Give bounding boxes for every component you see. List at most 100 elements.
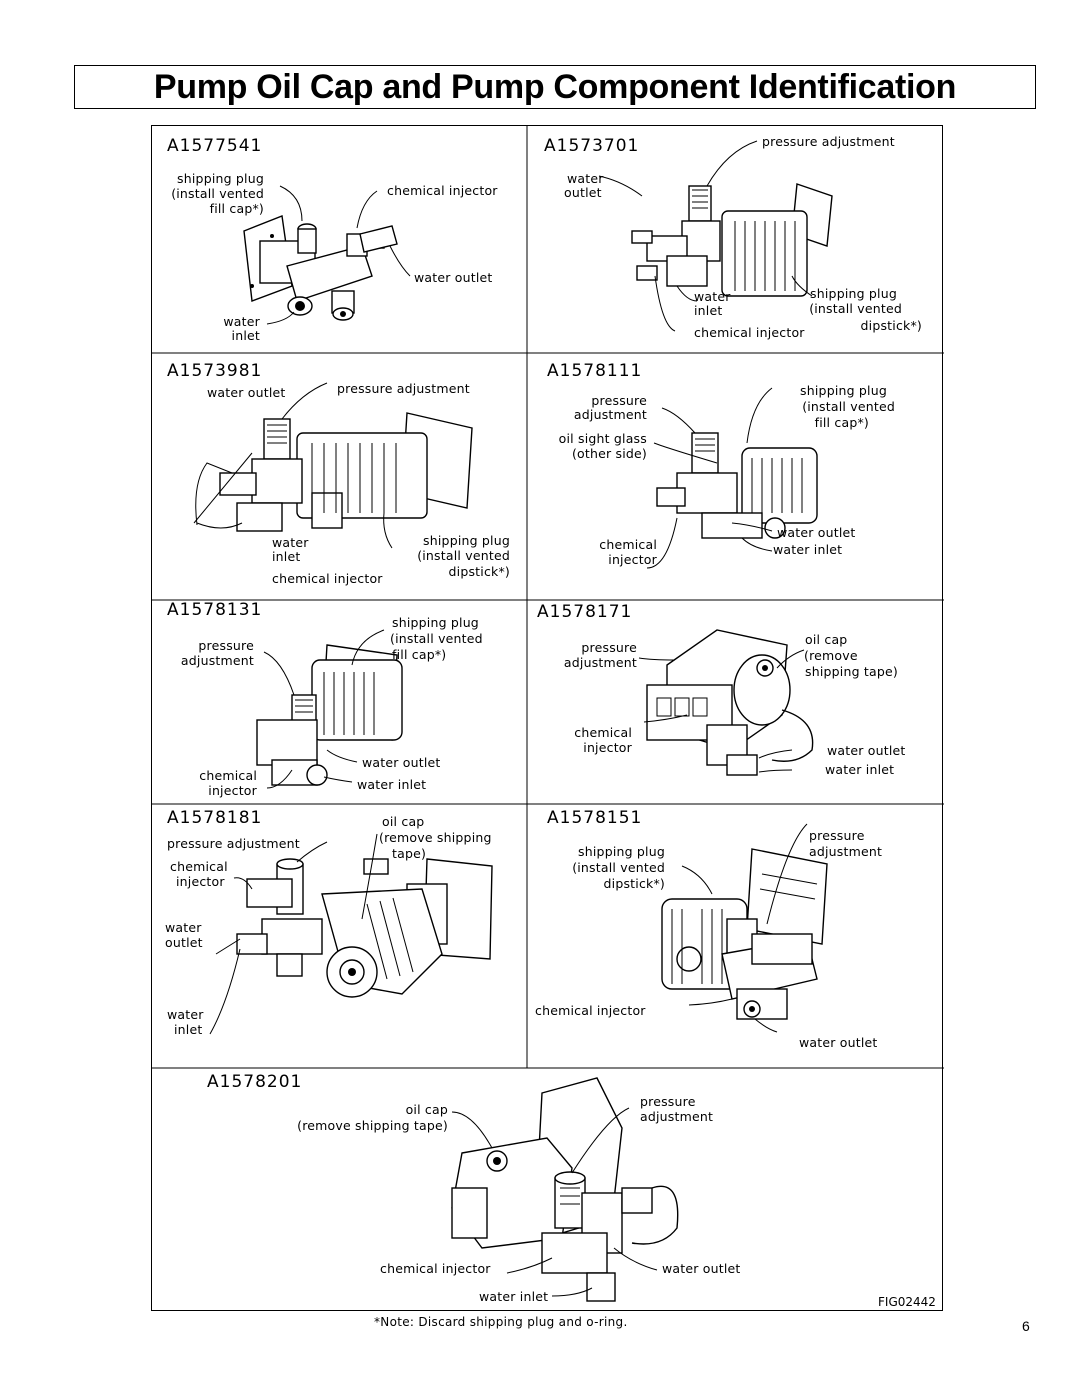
- page-title: Pump Oil Cap and Pump Component Identifi…: [153, 67, 957, 106]
- label-chemical: chemical: [170, 859, 228, 874]
- pump-drawing: [256, 629, 403, 789]
- label-install-vented: (install vented: [802, 399, 895, 414]
- pump-drawing: [451, 1077, 679, 1302]
- label-pressure: pressure: [581, 640, 637, 655]
- pump-drawing: [243, 185, 411, 325]
- panel-a1573701: A1573701 pressure adjustment water outle…: [527, 126, 944, 353]
- label-install-vented: (install vented: [809, 301, 902, 316]
- label-remove: (remove: [804, 648, 858, 663]
- label-inlet: inlet: [694, 303, 723, 318]
- label-water-2: water: [694, 289, 731, 304]
- label-install-vented: (install vented: [390, 631, 483, 646]
- label-chemical: chemical: [574, 725, 632, 740]
- label-tape: tape): [392, 846, 427, 861]
- panel-a1578181: A1578181 pressure adjustment oil cap (re…: [152, 804, 527, 1068]
- pump-identification-figure: A1577541 shipping plug (install vented f…: [151, 125, 944, 1312]
- label-pressure: pressure: [198, 638, 254, 653]
- model-code: A1578111: [547, 361, 643, 381]
- label-adjustment: adjustment: [809, 844, 883, 859]
- label-pressure: pressure: [640, 1094, 696, 1109]
- model-code: A1573981: [167, 361, 263, 381]
- model-code: A1578151: [547, 808, 643, 828]
- label-shipping-plug: shipping plug: [800, 383, 887, 398]
- label-water: water: [272, 535, 309, 550]
- label-dipstick: dipstick*): [603, 876, 665, 891]
- label-shipping-plug: shipping plug: [810, 286, 897, 301]
- pump-drawing: [209, 833, 493, 1035]
- label-chemical-injector: chemical injector: [694, 325, 805, 340]
- label-install-vented: (install vented: [572, 860, 665, 875]
- label-water-inlet: water inlet: [357, 777, 427, 792]
- model-code: A1578171: [537, 602, 633, 622]
- label-water-inlet: water inlet: [825, 762, 895, 777]
- pump-drawing: [598, 140, 833, 332]
- label-inlet: inlet: [231, 328, 260, 343]
- label-oil-cap: oil cap: [405, 1102, 448, 1117]
- label-shipping-plug: shipping plug: [423, 533, 510, 548]
- label-water-outlet: water outlet: [662, 1261, 741, 1276]
- label-fill-cap: fill cap*): [209, 201, 264, 216]
- page-title-box: Pump Oil Cap and Pump Component Identifi…: [74, 65, 1036, 109]
- panel-a1573981: A1573981 water outlet pressure adjustmen…: [152, 353, 527, 600]
- label-pressure-adjustment: pressure adjustment: [762, 134, 895, 149]
- label-inlet: inlet: [272, 549, 301, 564]
- label-remove-shipping-tape: (remove shipping tape): [297, 1118, 448, 1133]
- label-water-outlet: water outlet: [362, 755, 441, 770]
- label-fill-cap: fill cap*): [392, 647, 447, 662]
- label-water-inlet: water inlet: [773, 542, 843, 557]
- panel-a1578201: A1578201 oil cap (remove shipping tape) …: [152, 1068, 944, 1312]
- model-code: A1577541: [167, 136, 263, 156]
- panel-a1577541: A1577541 shipping plug (install vented f…: [152, 126, 527, 353]
- panel-a1578111: A1578111 pressure adjustment oil sight g…: [527, 353, 944, 600]
- page-number: 6: [1022, 1318, 1030, 1334]
- label-injector: injector: [208, 783, 257, 798]
- label-outlet: outlet: [165, 935, 203, 950]
- label-water: water: [223, 314, 260, 329]
- label-shipping-tape: shipping tape): [805, 664, 898, 679]
- label-water-outlet: water outlet: [414, 270, 493, 285]
- figure-id: FIG02442: [878, 1295, 936, 1309]
- label-chemical: chemical: [199, 768, 257, 783]
- label-fill-cap: fill cap*): [814, 415, 869, 430]
- panel-a1578171: A1578171 pressure adjustment oil cap (re…: [527, 600, 944, 804]
- pump-drawing: [193, 382, 473, 549]
- label-chemical-injector: chemical injector: [380, 1261, 491, 1276]
- label-remove-shipping: (remove shipping: [379, 830, 492, 845]
- label-adjustment: adjustment: [180, 653, 254, 668]
- label-adjustment: adjustment: [640, 1109, 714, 1124]
- label-water: water: [567, 171, 604, 186]
- label-injector: injector: [176, 874, 225, 889]
- label-inlet: inlet: [174, 1022, 203, 1037]
- label-oil-sight-glass: oil sight glass: [558, 431, 647, 446]
- label-oil-cap: oil cap: [805, 632, 848, 647]
- panel-a1578151: A1578151 pressure adjustment shipping pl…: [527, 804, 944, 1068]
- label-pressure: pressure: [591, 393, 647, 408]
- model-code: A1573701: [544, 136, 640, 156]
- panel-a1578131: A1578131 shipping plug (install vented f…: [152, 600, 527, 804]
- label-pressure-adjustment: pressure adjustment: [167, 836, 300, 851]
- label-adjustment: adjustment: [563, 655, 637, 670]
- figure-grid: [152, 126, 944, 1069]
- label-water: water: [165, 920, 202, 935]
- label-pressure: pressure: [809, 828, 865, 843]
- label-water-outlet: water outlet: [777, 525, 856, 540]
- label-water-outlet: water outlet: [827, 743, 906, 758]
- model-code: A1578131: [167, 600, 263, 620]
- label-other-side: (other side): [571, 446, 647, 461]
- label-shipping-plug: shipping plug: [392, 615, 479, 630]
- label-injector: injector: [583, 740, 632, 755]
- label-water-2: water: [167, 1007, 204, 1022]
- footnote: *Note: Discard shipping plug and o-ring.: [374, 1315, 628, 1329]
- label-outlet: outlet: [564, 185, 602, 200]
- label-pressure-adjustment: pressure adjustment: [337, 381, 470, 396]
- label-water-outlet: water outlet: [207, 385, 286, 400]
- label-water-inlet: water inlet: [479, 1289, 549, 1304]
- label-dipstick: dipstick*): [860, 318, 922, 333]
- label-install-vented: (install vented: [171, 186, 264, 201]
- pump-drawing: [661, 823, 828, 1033]
- label-chemical-injector: chemical injector: [272, 571, 383, 586]
- label-chemical: chemical: [599, 537, 657, 552]
- pump-drawing: [638, 629, 814, 776]
- pump-drawing: [646, 387, 818, 569]
- label-adjustment: adjustment: [573, 407, 647, 422]
